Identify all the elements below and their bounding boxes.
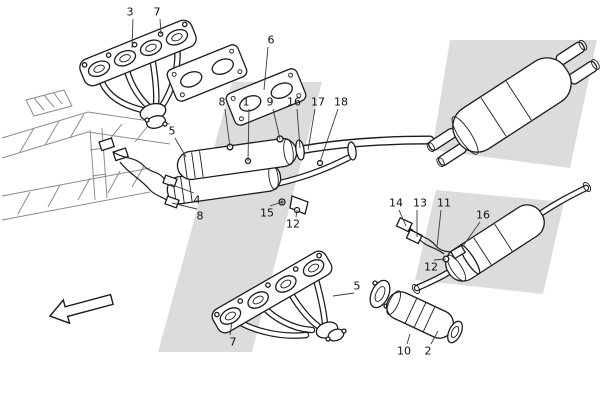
bolt bbox=[316, 159, 324, 167]
rear-catalytic-converter bbox=[369, 279, 463, 344]
muffler-body bbox=[452, 57, 572, 153]
bracket-and-fasteners bbox=[278, 195, 309, 215]
manifold-port bbox=[165, 28, 189, 46]
direction-arrow bbox=[48, 293, 114, 325]
manifold-port bbox=[247, 291, 269, 309]
leader-line-5 bbox=[174, 137, 187, 158]
manifold-port bbox=[275, 275, 297, 293]
leader-line-7 bbox=[159, 18, 162, 35]
pre-catalytic-converters bbox=[166, 135, 435, 205]
oxygen-sensor bbox=[162, 174, 178, 188]
leader-line-2 bbox=[430, 330, 439, 345]
sensor-connector bbox=[98, 137, 116, 152]
sensor-connector bbox=[395, 216, 413, 233]
chassis-frame bbox=[1, 89, 171, 221]
leader-line-14 bbox=[398, 209, 407, 227]
stud-nut bbox=[181, 21, 188, 28]
leader-line-4 bbox=[169, 183, 195, 194]
leader-line-12 bbox=[295, 209, 298, 218]
manifold-port bbox=[219, 307, 242, 325]
pipe-clamp bbox=[295, 139, 305, 161]
stud-nut bbox=[265, 282, 271, 288]
manifold-port bbox=[302, 259, 325, 277]
stud-nut bbox=[316, 252, 322, 259]
leader-line-16 bbox=[462, 221, 481, 247]
inlet-flange bbox=[369, 279, 391, 309]
oxygen-sensors-right bbox=[395, 216, 467, 263]
leader-line-16 bbox=[296, 108, 301, 149]
leader-lines bbox=[131, 18, 481, 345]
leader-line-12 bbox=[433, 258, 447, 261]
stud-nut bbox=[292, 266, 299, 272]
leader-line-18 bbox=[319, 108, 339, 163]
manifold-port bbox=[87, 60, 111, 78]
outlet-flange bbox=[447, 320, 463, 344]
stud-nut bbox=[237, 298, 244, 304]
rear-muffler bbox=[426, 39, 600, 168]
manifold-gaskets bbox=[166, 44, 307, 126]
leader-line-7 bbox=[229, 321, 233, 336]
leader-line-11 bbox=[436, 209, 442, 248]
oxygen-sensors-left bbox=[98, 137, 180, 209]
leader-line-8 bbox=[224, 108, 231, 148]
leader-line-9 bbox=[272, 108, 281, 140]
manifold-port bbox=[139, 39, 163, 57]
collector-flange bbox=[146, 115, 166, 129]
manifold-port bbox=[113, 49, 137, 67]
oxygen-sensor bbox=[449, 244, 467, 260]
leader-line-6 bbox=[263, 46, 269, 91]
leader-line-10 bbox=[406, 333, 411, 345]
stud-nut bbox=[81, 62, 88, 68]
manifold-flange bbox=[211, 250, 333, 334]
stud-nut bbox=[105, 52, 112, 58]
pipe-clamp bbox=[347, 141, 357, 161]
stud-nut bbox=[214, 311, 220, 318]
leader-line-17 bbox=[307, 108, 316, 151]
leader-line-5 bbox=[332, 292, 355, 297]
stud-nut bbox=[157, 31, 164, 38]
leader-line-8 bbox=[171, 202, 198, 210]
sensor-connector bbox=[112, 147, 130, 162]
stud-nut bbox=[131, 41, 138, 48]
leader-line-15 bbox=[269, 201, 283, 207]
front-silencer bbox=[411, 182, 592, 294]
lower-exhaust-manifold bbox=[211, 250, 347, 342]
leader-line-1 bbox=[247, 108, 250, 162]
leader-line-3 bbox=[131, 18, 134, 49]
